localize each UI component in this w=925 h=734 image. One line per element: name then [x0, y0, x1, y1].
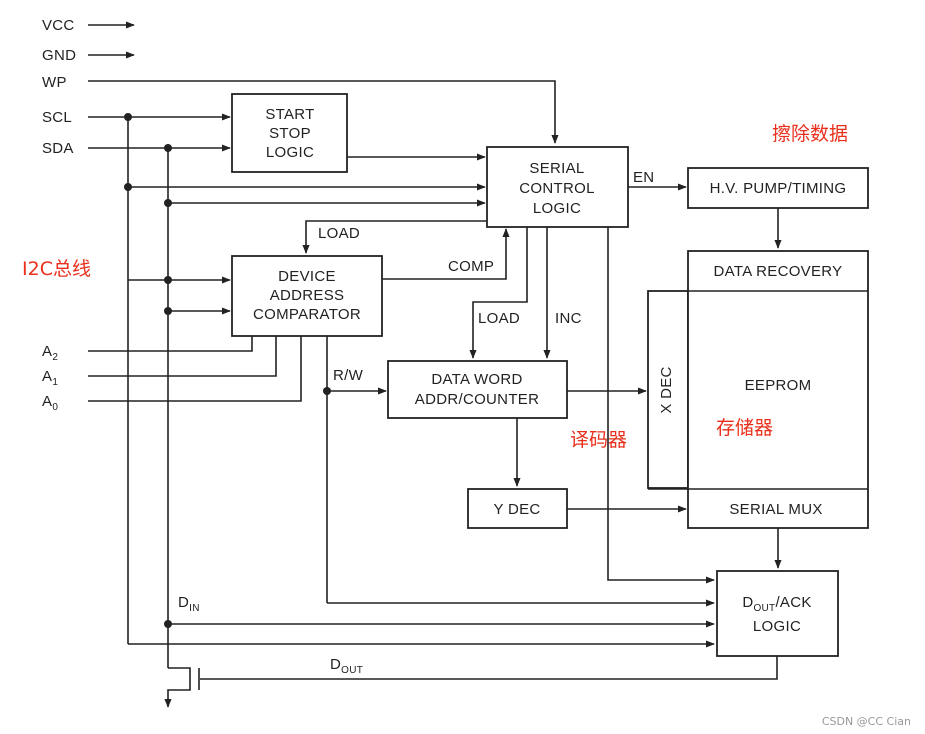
dout-ack-line2: LOGIC: [753, 618, 801, 635]
erase-annotation: 擦除数据: [772, 123, 848, 145]
start-stop-line3: LOGIC: [266, 144, 314, 161]
control-to-dout: [607, 227, 715, 584]
decoder-annotation: 译码器: [570, 429, 627, 451]
pin-wp-label: WP: [42, 74, 67, 91]
wp-wire: [88, 80, 559, 144]
serial-control-line2: CONTROL: [519, 180, 594, 197]
a0-wire: [88, 336, 302, 402]
pin-a1-label: A1: [42, 368, 58, 388]
pin-a0-label: A0: [42, 393, 58, 413]
data-recovery-label: DATA RECOVERY: [714, 263, 843, 280]
addr-counter-line1: DATA WORD: [431, 371, 522, 388]
comp-label: COMP: [448, 258, 494, 275]
dout-ack-line1: DOUT/ACK: [742, 594, 811, 614]
serial-control-line1: SERIAL: [529, 160, 584, 177]
data-word-addr-counter-block: [387, 360, 568, 419]
comparator-line2: ADDRESS: [270, 287, 345, 304]
inc-label: INC: [555, 310, 582, 327]
load-label-1: LOAD: [318, 225, 360, 242]
x-dec-block: [647, 290, 689, 489]
junction-dot: [164, 199, 172, 207]
pin-gnd-label: GND: [42, 47, 76, 64]
device-address-comparator-block: [231, 255, 383, 337]
comparator-line3: COMPARATOR: [253, 306, 361, 323]
y-dec-label: Y DEC: [493, 501, 540, 518]
scl-junction: [124, 113, 132, 121]
load-label-2: LOAD: [478, 310, 520, 327]
i2c-annotation: I2C总线: [22, 258, 91, 280]
x-dec-label: X DEC: [658, 366, 675, 413]
junction-dot: [164, 276, 172, 284]
en-label: EN: [633, 169, 654, 186]
serial-control-logic-block: [486, 146, 629, 228]
junction-dot: [323, 387, 331, 395]
a2-wire: [88, 336, 253, 352]
pin-sda-label: SDA: [42, 140, 74, 157]
pin-scl-label: SCL: [42, 109, 72, 126]
comp-wire: [382, 228, 510, 280]
dout-label: DOUT: [330, 656, 363, 676]
start-stop-logic-block: [231, 93, 348, 173]
serial-control-line3: LOGIC: [533, 200, 581, 217]
hv-pump-label: H.V. PUMP/TIMING: [710, 180, 847, 197]
dout-feedback: [200, 656, 778, 680]
load-to-comparator: [302, 220, 487, 254]
start-stop-line1: START: [265, 106, 314, 123]
eeprom-label: EEPROM: [745, 377, 812, 394]
footer-watermark: CSDN @CC Cian: [821, 715, 911, 728]
junction-dot: [164, 307, 172, 315]
junction-dot: [164, 620, 172, 628]
rw-label: R/W: [333, 367, 364, 384]
open-drain-output: [164, 667, 191, 708]
load-to-addr-counter: [469, 227, 528, 359]
comparator-line1: DEVICE: [278, 268, 336, 285]
storage-annotation: 存储器: [716, 417, 773, 439]
din-label: DIN: [178, 594, 200, 614]
pin-vcc-label: VCC: [42, 17, 75, 34]
serial-mux-label: SERIAL MUX: [729, 501, 822, 518]
junction-dot: [124, 183, 132, 191]
a1-wire: [88, 336, 277, 377]
addr-counter-line2: ADDR/COUNTER: [415, 391, 539, 408]
eeprom-array-block: [687, 250, 869, 529]
pin-a2-label: A2: [42, 343, 58, 363]
sda-junction: [164, 144, 172, 152]
dout-ack-logic-block: [716, 570, 839, 657]
start-stop-line2: STOP: [269, 125, 311, 142]
